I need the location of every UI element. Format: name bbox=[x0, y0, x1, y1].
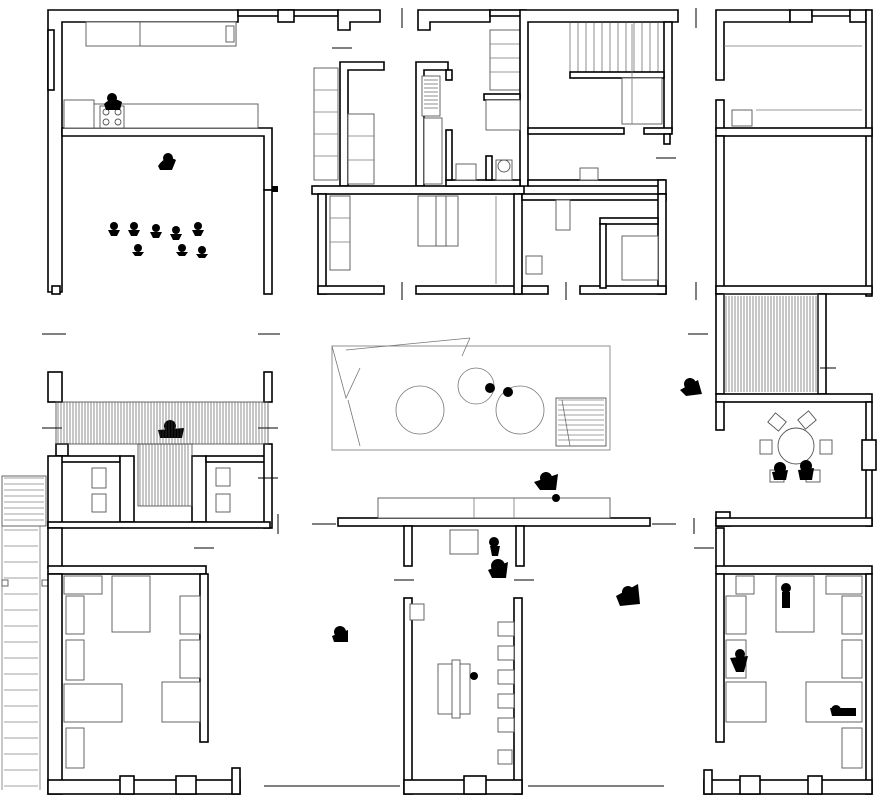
block-bottom-left bbox=[47, 527, 241, 795]
person-icon bbox=[104, 93, 122, 110]
block-top-right bbox=[715, 9, 873, 297]
people bbox=[104, 93, 856, 716]
stair-icon bbox=[4, 477, 44, 521]
person-icon bbox=[192, 222, 204, 236]
stair-treads-left bbox=[4, 529, 38, 787]
person-icon bbox=[798, 460, 814, 480]
corridor-hatch-left bbox=[57, 402, 266, 444]
person-icon bbox=[616, 584, 640, 606]
corridor-hatch-right bbox=[725, 296, 817, 392]
block-left-middle bbox=[1, 371, 273, 790]
person-icon bbox=[150, 224, 162, 238]
person-icon bbox=[503, 387, 513, 397]
person-icon bbox=[730, 649, 748, 672]
person-icon bbox=[489, 537, 500, 556]
person-icon bbox=[108, 222, 120, 236]
person-icon bbox=[132, 244, 144, 256]
person-icon bbox=[158, 153, 176, 170]
block-right-middle bbox=[715, 293, 877, 527]
person-icon bbox=[332, 626, 348, 642]
corridor-hatch-left-stem bbox=[139, 444, 189, 506]
person-icon bbox=[772, 462, 788, 480]
person-icon bbox=[128, 222, 140, 236]
block-bottom-center bbox=[403, 597, 523, 795]
person-icon bbox=[470, 672, 478, 680]
person-icon bbox=[196, 246, 208, 258]
center-court bbox=[331, 337, 651, 567]
person-icon bbox=[680, 378, 702, 396]
person-icon bbox=[552, 494, 560, 502]
person-icon bbox=[830, 705, 856, 716]
person-icon bbox=[176, 244, 188, 256]
person-icon bbox=[158, 420, 184, 438]
block-top-left bbox=[47, 9, 381, 295]
person-icon bbox=[781, 583, 791, 608]
person-icon bbox=[488, 559, 508, 578]
block-top-center-right bbox=[521, 21, 673, 295]
block-bottom-right bbox=[703, 527, 873, 795]
section-marks bbox=[42, 8, 836, 787]
person-icon bbox=[485, 383, 495, 393]
person-icon bbox=[534, 472, 558, 490]
block-top-center-left bbox=[311, 9, 679, 295]
person-icon bbox=[170, 226, 182, 240]
stair-icon bbox=[558, 399, 604, 441]
